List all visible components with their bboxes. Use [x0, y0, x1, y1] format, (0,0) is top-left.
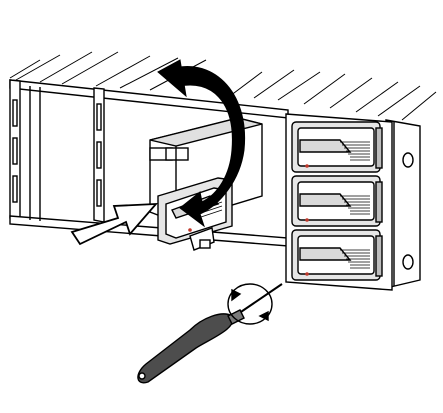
drive-being-inserted [150, 118, 262, 250]
drive-bay-stack [286, 114, 392, 290]
installed-drive-3 [292, 230, 382, 280]
installed-drive-1 [292, 122, 382, 172]
screwdriver-rotate-arrows [228, 284, 272, 324]
screwdriver-icon [138, 284, 282, 383]
installed-drive-2 [292, 176, 382, 226]
